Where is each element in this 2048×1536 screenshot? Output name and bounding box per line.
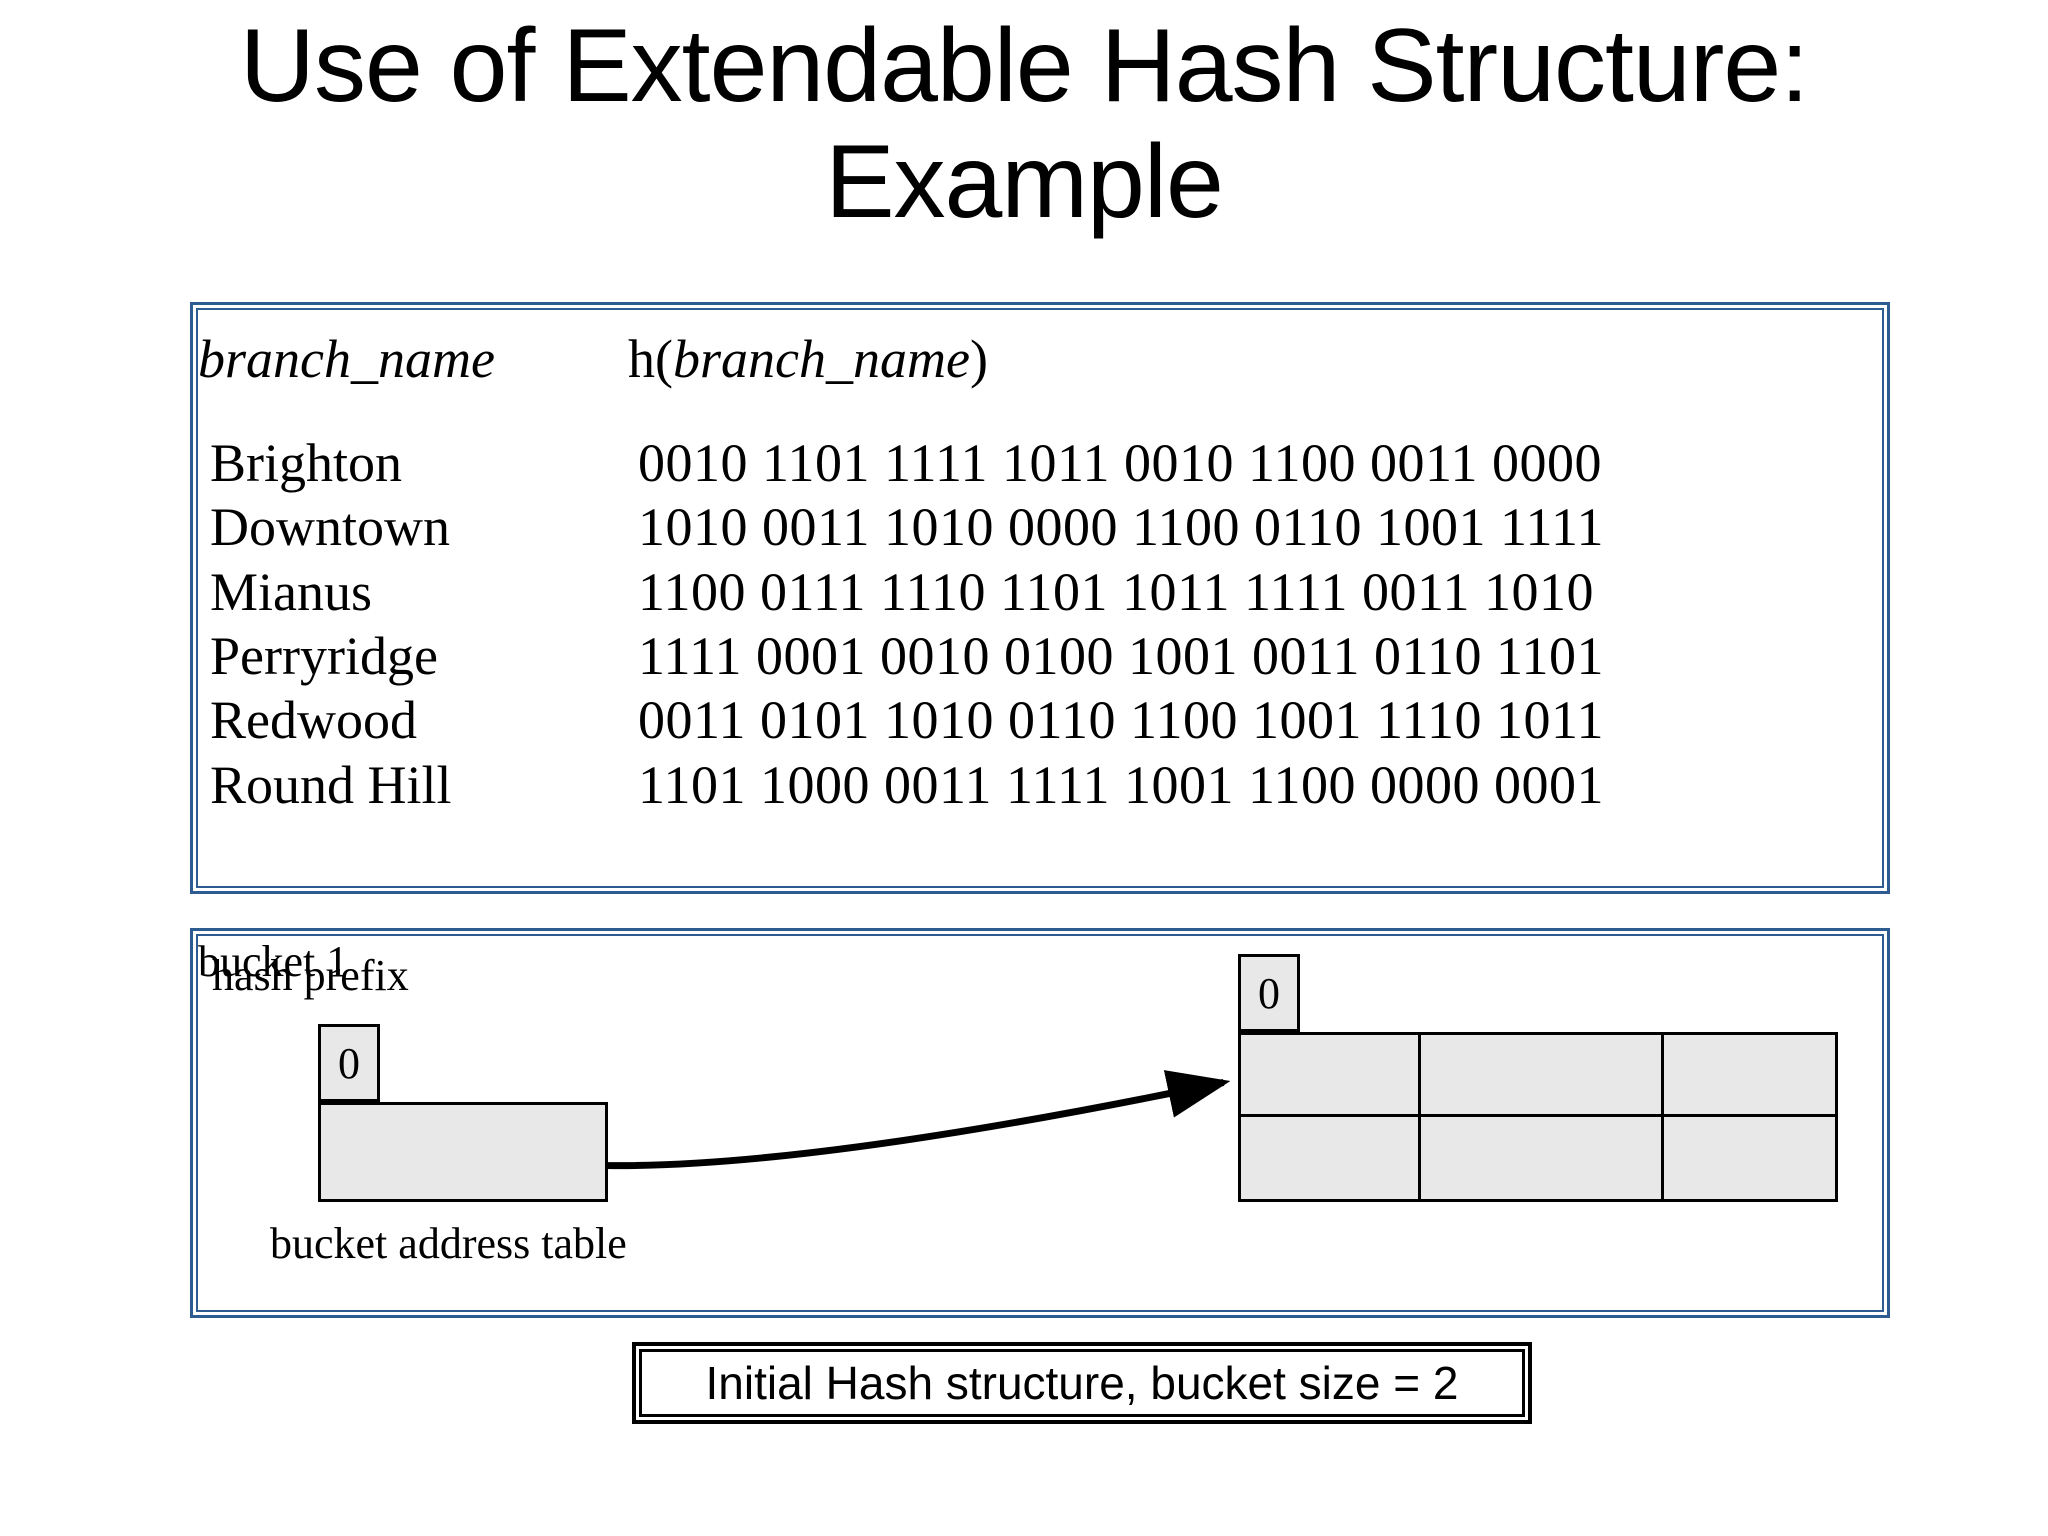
bucket-local-depth-box: 0 bbox=[1238, 954, 1300, 1032]
global-depth-box: 0 bbox=[318, 1024, 380, 1102]
branch-name-cell: Downtown bbox=[210, 497, 450, 558]
column-header-hash-branch-name: h(branch_name) bbox=[628, 310, 1882, 434]
hash-values-table-body: Brighton 0010 1101 1111 1011 0010 1100 00… bbox=[198, 434, 1882, 820]
hash-structure-diagram-panel: hash prefix 0 bucket address table 0 buc… bbox=[190, 928, 1890, 1318]
hash-value-cell: 0010 1101 1111 1011 0010 1100 0011 0000 bbox=[638, 433, 1602, 493]
hash-values-table-head: branch_name h(branch_name) bbox=[198, 310, 1882, 434]
hash-value-cell: 0011 0101 1010 0110 1100 1001 1110 1011 bbox=[638, 690, 1604, 751]
hash-value-cell: 1100 0111 1110 1101 1011 1111 0011 1010 bbox=[638, 561, 1594, 622]
bucket-cell[interactable] bbox=[1421, 1117, 1664, 1199]
table-row: Mianus 1100 0111 1110 1101 1011 1111 0011… bbox=[198, 561, 1882, 627]
bucket-address-table-entry[interactable] bbox=[318, 1102, 608, 1202]
page-title-line-1: Use of Extendable Hash Structure: bbox=[239, 8, 1809, 124]
bucket-cell[interactable] bbox=[1664, 1035, 1835, 1117]
page-title: Use of Extendable Hash Structure: Exampl… bbox=[0, 8, 2048, 241]
table-row: Perryridge 1111 0001 0010 0100 1001 0011 … bbox=[198, 627, 1882, 691]
table-row: Downtown 1010 0011 1010 0000 1100 0110 10… bbox=[198, 498, 1882, 562]
bucket-cell[interactable] bbox=[1664, 1117, 1835, 1199]
branch-name-cell: Redwood bbox=[210, 690, 417, 751]
hash-structure-diagram-inner: hash prefix 0 bucket address table 0 buc… bbox=[196, 934, 1884, 1312]
bucket-1-grid bbox=[1238, 1032, 1838, 1202]
table-row: Round Hill 1101 1000 0011 1111 1001 1100 … bbox=[198, 754, 1882, 820]
column-header-branch-name: branch_name bbox=[198, 329, 495, 389]
hash-fn-open: h( bbox=[628, 329, 673, 389]
hash-fn-arg: branch_name bbox=[672, 329, 970, 389]
pointer-arrow-path bbox=[606, 1070, 1231, 1170]
branch-name-cell: Round Hill bbox=[210, 754, 452, 815]
hash-prefix-label: hash prefix bbox=[212, 951, 409, 1000]
page-title-line-2: Example bbox=[825, 124, 1224, 241]
bucket-cell[interactable] bbox=[1241, 1035, 1421, 1117]
branch-name-cell: Perryridge bbox=[210, 625, 438, 686]
hash-value-cell: 1010 0011 1010 0000 1100 0110 1001 1111 bbox=[638, 497, 1604, 558]
hash-value-cell: 1101 1000 0011 1111 1001 1100 0000 0001 bbox=[638, 754, 1604, 815]
table-header-row: branch_name h(branch_name) bbox=[198, 310, 1882, 434]
figure-caption-box: Initial Hash structure, bucket size = 2 bbox=[632, 1342, 1532, 1424]
table-row: Brighton 0010 1101 1111 1011 0010 1100 00… bbox=[198, 434, 1882, 498]
hash-fn-close: ) bbox=[969, 329, 988, 389]
hash-value-cell: 1111 0001 0010 0100 1001 0011 0110 1101 bbox=[638, 625, 1604, 686]
branch-name-cell: Mianus bbox=[210, 561, 372, 622]
table-row: Redwood 0011 0101 1010 0110 1100 1001 111… bbox=[198, 691, 1882, 755]
bucket-1-caption: bucket 1 bbox=[198, 937, 349, 986]
bucket-cell[interactable] bbox=[1421, 1035, 1664, 1117]
figure-caption-inner: Initial Hash structure, bucket size = 2 bbox=[639, 1349, 1525, 1417]
bucket-address-table-caption: bucket address table bbox=[270, 1219, 627, 1268]
figure-caption-text: Initial Hash structure, bucket size = 2 bbox=[705, 1357, 1459, 1409]
bucket-cell[interactable] bbox=[1241, 1117, 1421, 1199]
branch-name-cell: Brighton bbox=[210, 433, 403, 493]
